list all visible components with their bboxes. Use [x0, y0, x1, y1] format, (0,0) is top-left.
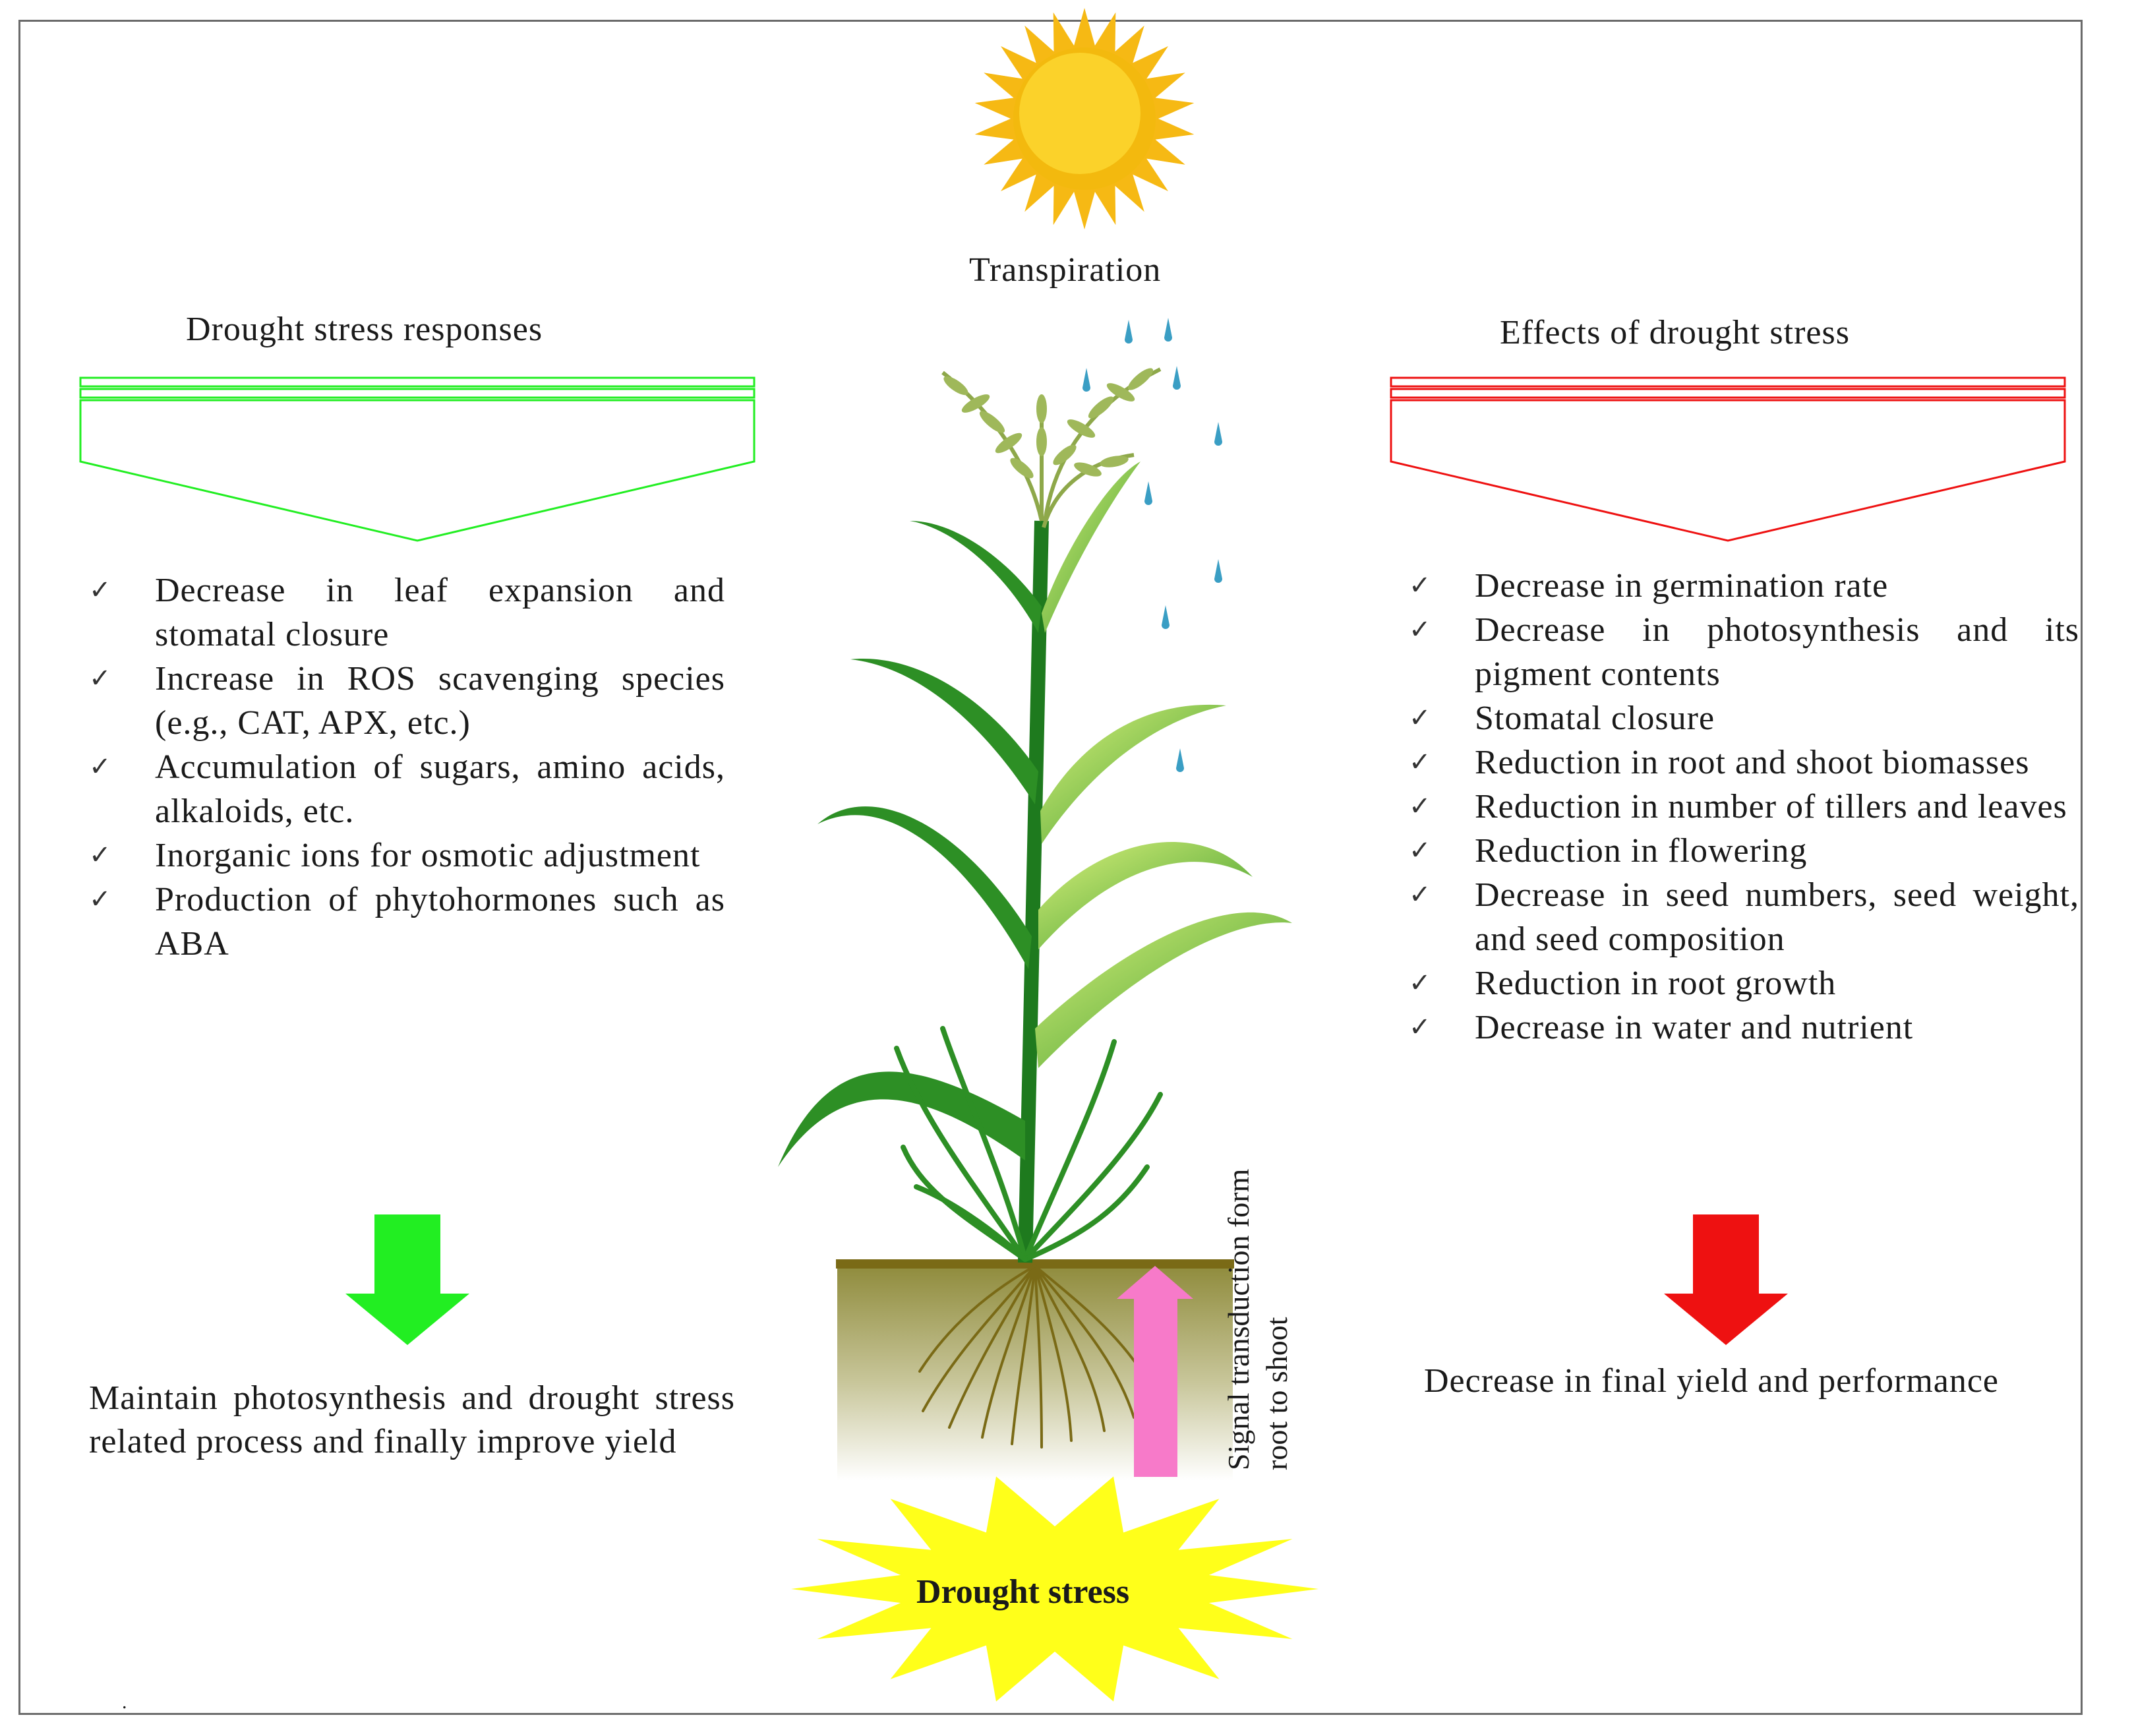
right-list-item: ✓ Reduction in root growth	[1409, 961, 2079, 1005]
check-icon: ✓	[1409, 570, 1432, 601]
sun-icon	[974, 8, 1195, 229]
right-list-item-text: Reduction in flowering	[1475, 832, 1808, 870]
check-icon: ✓	[89, 575, 112, 605]
green-down-arrow	[345, 1214, 469, 1345]
left-response-list: ✓ Decrease in leaf expansion and stomatal…	[89, 568, 725, 966]
check-icon: ✓	[1409, 747, 1432, 777]
right-list-item-text: Decrease in water and nutrient	[1475, 1009, 1914, 1046]
right-list-item-text: Decrease in germination rate	[1475, 567, 1889, 605]
check-icon: ✓	[1409, 835, 1432, 866]
right-effects-list: ✓ Decrease in germination rate ✓ Decrease i…	[1409, 564, 2079, 1050]
check-icon: ✓	[89, 840, 112, 870]
left-list-item: ✓ Accumulation of sugars, amino acids, al…	[89, 745, 725, 833]
drought-starburst	[791, 1476, 1319, 1702]
signal-transduction-label: Signal transduction form root to shoot	[1222, 1168, 1293, 1470]
right-list-item: ✓ Decrease in germination rate	[1409, 564, 2079, 608]
right-list-item-text: Reduction in root and shoot biomasses	[1475, 744, 2030, 781]
left-list-item: ✓ Increase in ROS scavenging species (e.g…	[89, 657, 725, 745]
left-list-item: ✓ Decrease in leaf expansion and stomatal…	[89, 568, 725, 657]
check-icon: ✓	[1409, 1012, 1432, 1042]
check-icon: ✓	[89, 752, 112, 782]
right-list-item-text: Reduction in root growth	[1475, 965, 1837, 1002]
check-icon: ✓	[89, 884, 112, 914]
footer-mark: .	[122, 1691, 127, 1713]
right-list-item-text: Stomatal closure	[1475, 700, 1715, 737]
left-section-title: Drought stress responses	[186, 311, 543, 348]
right-list-item-text: Decrease in photosynthesis and its pigme…	[1475, 611, 2079, 693]
water-droplets	[1082, 318, 1222, 772]
right-list-item-text: Reduction in number of tillers and leave…	[1475, 788, 2067, 825]
signal-up-arrow	[1117, 1266, 1193, 1477]
left-chevron-shape	[79, 376, 756, 542]
figure-frame	[18, 20, 2083, 1715]
check-icon: ✓	[1409, 791, 1432, 822]
check-icon: ✓	[89, 663, 112, 694]
right-list-item: ✓ Reduction in root and shoot biomasses	[1409, 740, 2079, 785]
right-list-item: ✓ Decrease in photosynthesis and its pigm…	[1409, 608, 2079, 696]
right-chevron-shape	[1390, 376, 2066, 542]
transpiration-label: Transpiration	[969, 251, 1162, 289]
check-icon: ✓	[1409, 968, 1432, 998]
left-outcome-text: Maintain photosynthesis and drought stre…	[89, 1379, 735, 1460]
right-list-item: ✓ Reduction in flowering	[1409, 829, 2079, 873]
right-outcome-text: Decrease in final yield and performance	[1424, 1362, 2000, 1400]
left-list-item-text: Decrease in leaf expansion and stomatal …	[155, 572, 725, 653]
check-icon: ✓	[1409, 703, 1432, 733]
plant-illustration	[778, 367, 1292, 1263]
left-list-item-text: Accumulation of sugars, amino acids, alk…	[155, 748, 725, 830]
check-icon: ✓	[1409, 880, 1432, 910]
left-list-item-text: Increase in ROS scavenging species (e.g.…	[155, 660, 725, 742]
right-list-item: ✓ Stomatal closure	[1409, 696, 2079, 740]
left-list-item: ✓ Inorganic ions for osmotic adjustment	[89, 833, 725, 878]
check-icon: ✓	[1409, 614, 1432, 645]
left-list-item: ✓ Production of phytohormones such as ABA	[89, 878, 725, 966]
right-section-title: Effects of drought stress	[1500, 314, 1850, 351]
right-list-item: ✓ Reduction in number of tillers and leav…	[1409, 785, 2079, 829]
right-list-item-text: Decrease in seed numbers, seed weight, a…	[1475, 876, 2079, 958]
left-list-item-text: Production of phytohormones such as ABA	[155, 881, 725, 963]
left-list-item-text: Inorganic ions for osmotic adjustment	[155, 837, 701, 874]
drought-stress-label: Drought stress	[916, 1573, 1130, 1611]
right-list-item: ✓ Decrease in seed numbers, seed weight, …	[1409, 873, 2079, 961]
right-list-item: ✓ Decrease in water and nutrient	[1409, 1005, 2079, 1050]
red-down-arrow	[1664, 1214, 1788, 1345]
